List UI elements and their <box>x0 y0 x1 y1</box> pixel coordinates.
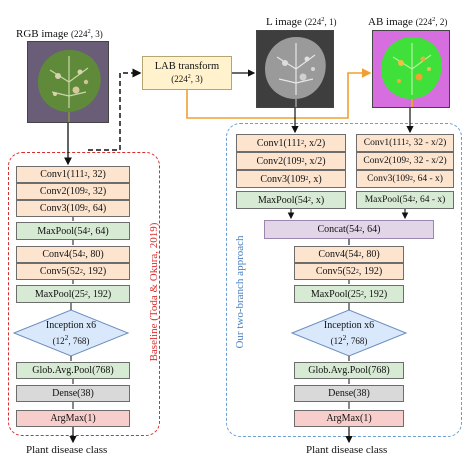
rgb-leaf-image <box>27 41 109 123</box>
baseline-container <box>8 152 160 436</box>
lab-transform-box: LAB transform (2242, 3) <box>142 56 232 90</box>
l-image-title: L image <box>266 16 302 28</box>
ab-image-title: AB image <box>368 16 413 28</box>
lab-transform-title: LAB transform <box>154 61 220 72</box>
two-branch-argmax: ArgMax (1) <box>294 410 404 427</box>
l-leaf-image <box>256 30 334 108</box>
two-branch-container <box>226 123 462 437</box>
two-branch-dense: Dense (38) <box>294 385 404 402</box>
two-branch-output-label: Plant disease class <box>306 444 388 456</box>
two-branch-label: Our two-branch approach <box>234 235 246 349</box>
baseline-globavgpool: Glob.Avg.Pool (768) <box>16 362 130 379</box>
ab-leaf-image <box>372 30 450 108</box>
two-branch-inception: Inception x6 (122, 768) <box>323 320 375 346</box>
rgb-image-title: RGB image <box>16 28 69 40</box>
lab-transform-dims: (2242, 3) <box>171 74 203 84</box>
baseline-argmax: ArgMax (1) <box>16 410 130 427</box>
baseline-dense: Dense (38) <box>16 385 130 402</box>
l-image-caption: L image (2242, 1) <box>266 16 336 28</box>
baseline-inception: Inception x6 (122, 768) <box>45 320 97 346</box>
baseline-label: Baseline (Toda & Okura, 2019) <box>148 222 160 362</box>
l-image-dims: (2242, 1) <box>304 16 337 27</box>
two-branch-globavgpool: Glob.Avg.Pool (768) <box>294 362 404 379</box>
ab-image-dims: (2242, 2) <box>415 16 448 27</box>
ab-image-caption: AB image (2242, 2) <box>368 16 447 28</box>
baseline-output-label: Plant disease class <box>26 444 108 456</box>
rgb-image-caption: RGB image (2242, 3) <box>16 28 103 40</box>
rgb-image-dims: (2242, 3) <box>71 28 103 39</box>
